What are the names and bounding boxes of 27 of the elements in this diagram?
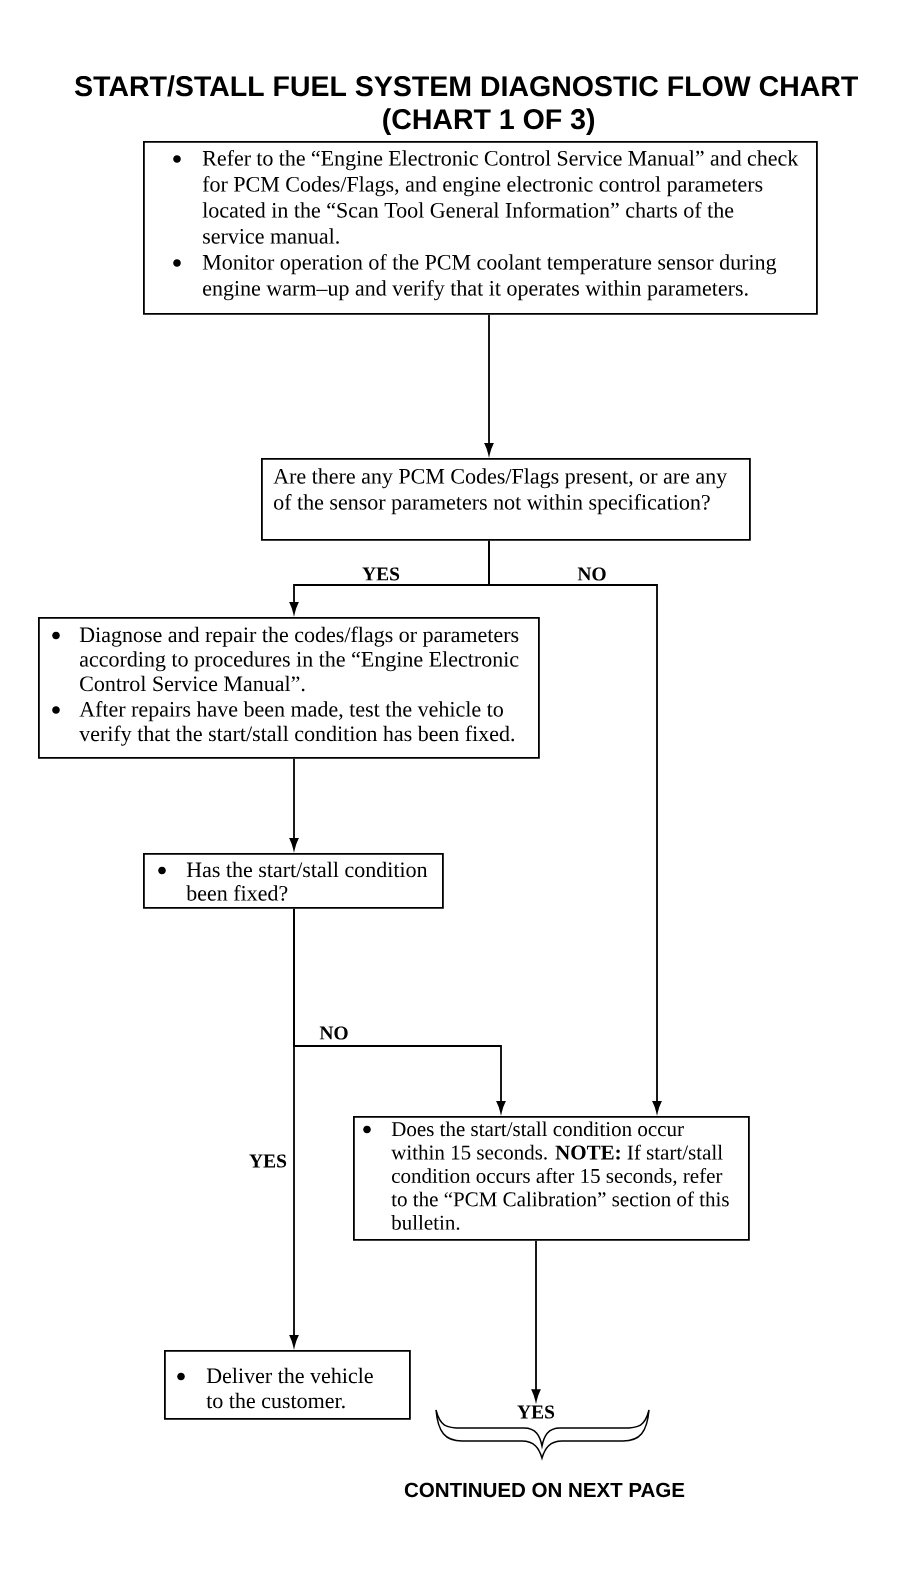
edge-label: YES <box>248 1153 288 1169</box>
process-box <box>143 141 818 315</box>
decision-box <box>353 1116 750 1241</box>
title: START/STALL FUEL SYSTEM DIAGNOSTIC FLOW CHART (CHART 1 OF 3) <box>74 75 858 135</box>
bullet-text: Monitor operation of the PCM coolant temperature sensor during engine warm–up and verify that it operates within parameters. <box>202 254 777 301</box>
arrow <box>289 907 299 1347</box>
arrow <box>484 313 494 455</box>
question-text: Are there any PCM Codes/Flags present, or are any of the sensor parameters not within specification? <box>273 468 728 515</box>
decision-box <box>261 458 751 541</box>
bullet-text: Diagnose and repair the codes/flags or parameters according to procedures in the “Engine Electronic Control Service Manual”. <box>79 626 519 692</box>
branch-label: YES <box>517 1405 555 1419</box>
arrow <box>289 757 299 850</box>
edge-label: YES <box>361 566 401 582</box>
bullet-text: Deliver the vehicle to the customer. <box>206 1367 373 1409</box>
bullet-text: Refer to the “Engine Electronic Control Service Manual” and check for PCM Codes/Flags, and engine electronic control parameters located in the “Scan Tool General Information” charts of the service manual. <box>202 150 799 244</box>
process-box <box>164 1350 411 1420</box>
continuation-note: CONTINUED ON NEXT PAGE <box>404 1482 685 1498</box>
bullet-text: Has the start/stall condition been fixed? <box>186 861 428 901</box>
decision-box <box>143 853 444 909</box>
edge-label: NO <box>318 1025 350 1041</box>
bullet-text: Does the start/stall condition occur within 15 seconds. NOTE: If start/stall condition occurs after 15 seconds, refer to the “PCM Calibration” section of this bulletin. <box>391 1121 729 1230</box>
arrow <box>531 1239 541 1401</box>
process-box <box>38 617 540 759</box>
arrow <box>488 539 662 1113</box>
bullet-text: After repairs have been made, test the vehicle to verify that the start/stall condition has been fixed. <box>79 701 515 746</box>
edge-label: NO <box>576 566 608 582</box>
curly-brace <box>435 1405 650 1459</box>
